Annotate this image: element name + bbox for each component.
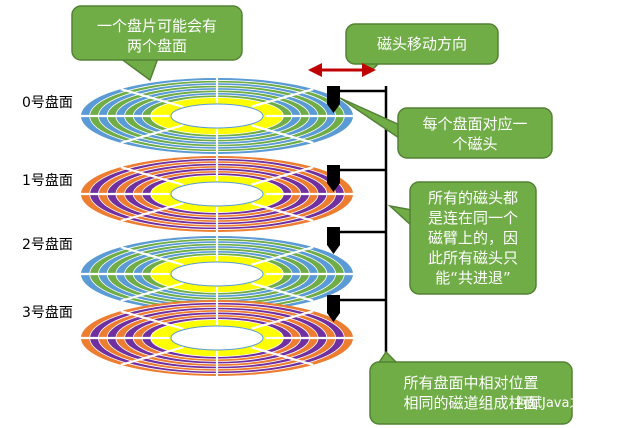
callout-one-head-box bbox=[397, 107, 553, 159]
track-gap bbox=[89, 80, 345, 152]
spindle-hole bbox=[170, 261, 264, 287]
callout-two-surfaces-text: 一个盘片可能会有 两个盘面 bbox=[96, 17, 217, 55]
track-gap bbox=[106, 84, 328, 148]
watermark: 阿斌Java之路 bbox=[516, 396, 596, 411]
head-tip-arrow bbox=[327, 313, 340, 322]
track-gap bbox=[124, 247, 310, 301]
callout-cylinder-box bbox=[369, 361, 573, 425]
track-gap bbox=[141, 94, 293, 138]
read-write-head bbox=[327, 295, 340, 313]
track-gap bbox=[141, 316, 293, 360]
spindle-hole bbox=[170, 181, 264, 207]
track-gap bbox=[98, 304, 336, 372]
track-gap bbox=[89, 302, 345, 374]
track-gap bbox=[106, 162, 328, 226]
surface-label-2: 2号盘面 bbox=[22, 237, 73, 253]
track-gap bbox=[150, 319, 284, 357]
callout-head-direction-box bbox=[345, 23, 499, 65]
callout-one-head-text: 每个盘面对应一 个磁头 bbox=[422, 115, 528, 153]
surface-label-1: 1号盘面 bbox=[22, 173, 73, 189]
callout-two-surfaces-tail bbox=[117, 57, 160, 82]
direction-arrow-right-head bbox=[362, 63, 376, 77]
track-gap bbox=[115, 309, 319, 367]
spindle-hole bbox=[170, 325, 264, 351]
callout-cylinder-text: 所有盘面中相对位置 相同的磁道组成柱面 bbox=[403, 374, 539, 412]
track-gap bbox=[141, 252, 293, 296]
read-write-head bbox=[327, 227, 340, 245]
callout-shared-arm-box bbox=[409, 181, 537, 295]
track-gap bbox=[150, 255, 284, 293]
platter-disk-0 bbox=[81, 78, 353, 154]
surface-label-0: 0号盘面 bbox=[22, 95, 73, 111]
track-gap bbox=[124, 167, 310, 221]
head-tip-arrow bbox=[327, 104, 340, 113]
track-gap bbox=[89, 158, 345, 230]
track-gap bbox=[150, 97, 284, 135]
head-tip-arrow bbox=[327, 183, 340, 192]
spindle-hole bbox=[170, 103, 264, 129]
track-gap bbox=[98, 160, 336, 228]
track-gap bbox=[124, 89, 310, 143]
track-gap bbox=[132, 92, 302, 140]
callout-head-direction-text: 磁头移动方向 bbox=[376, 35, 467, 53]
track-gap bbox=[132, 314, 302, 362]
track-gap bbox=[132, 170, 302, 218]
surface-label-3: 3号盘面 bbox=[22, 305, 73, 321]
direction-arrow-left-head bbox=[308, 63, 322, 77]
track-gap bbox=[141, 172, 293, 216]
track-gap bbox=[132, 250, 302, 298]
read-write-head bbox=[327, 86, 340, 104]
track-gap bbox=[115, 165, 319, 223]
head-assembly bbox=[327, 86, 388, 358]
callout-shapes bbox=[71, 5, 573, 425]
callout-shared-arm-tail bbox=[387, 204, 413, 228]
head-tip-arrow bbox=[327, 245, 340, 254]
track-gap bbox=[124, 311, 310, 365]
callout-two-surfaces-box bbox=[71, 5, 243, 61]
platter-stack bbox=[81, 78, 353, 376]
platter-disk-3 bbox=[81, 300, 353, 376]
platter-disk-2 bbox=[81, 236, 353, 312]
platter-disk-1 bbox=[81, 156, 353, 232]
track-gap bbox=[98, 82, 336, 150]
callout-shared-arm-text: 所有的磁头都 是连在同一个 磁臂上的，因 此所有磁头只 能“共进退” bbox=[427, 189, 518, 287]
track-gap bbox=[150, 175, 284, 213]
read-write-head bbox=[327, 165, 340, 183]
track-gap bbox=[106, 306, 328, 370]
track-gap bbox=[115, 87, 319, 145]
